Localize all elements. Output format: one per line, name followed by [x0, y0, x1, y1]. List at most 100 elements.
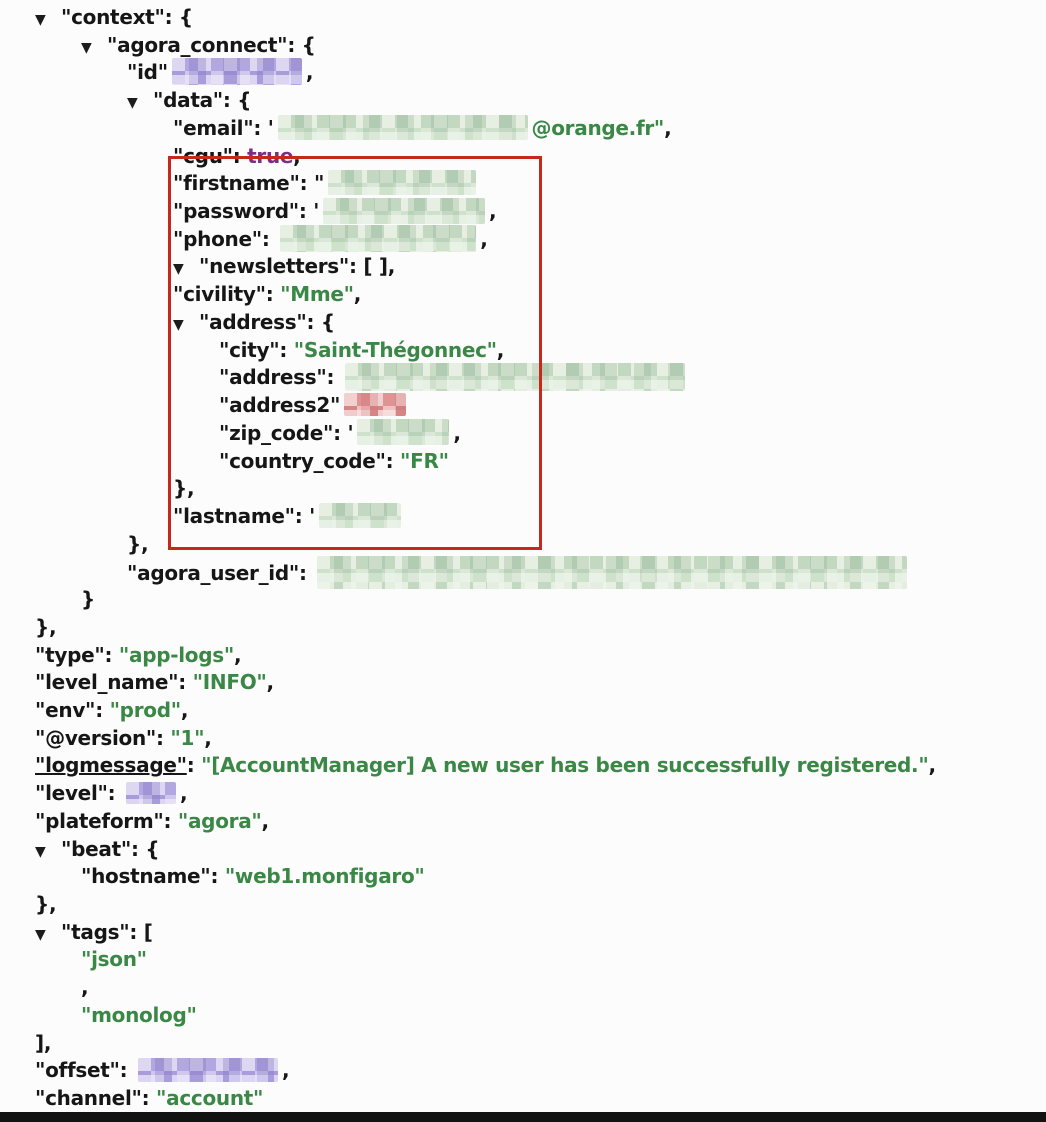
json-punctuation: : — [385, 448, 401, 473]
json-line: "cgu": true, — [0, 143, 1046, 171]
json-line: "offset": , — [0, 1057, 1046, 1085]
collapse-arrow-icon[interactable]: ▼ — [81, 39, 92, 56]
json-line: "env": "prod", — [0, 697, 1046, 725]
json-key: "agora_connect" — [107, 32, 288, 57]
json-punctuation: ], — [35, 1030, 52, 1055]
json-line: ▼"data": { — [0, 87, 1046, 115]
json-punctuation: : ' — [333, 420, 354, 445]
json-tree: ▼"context": {▼"agora_connect": {"id",▼"d… — [0, 4, 1046, 1113]
json-punctuation: : — [156, 725, 171, 750]
json-punctuation: : — [265, 282, 281, 307]
json-key: "newsletters" — [199, 254, 349, 279]
json-punctuation: , — [204, 725, 212, 750]
json-string-value: "monolog" — [81, 1002, 197, 1027]
redacted-purple-value — [138, 1057, 278, 1082]
json-punctuation: , — [489, 199, 497, 224]
json-punctuation: : — [104, 642, 119, 667]
json-punctuation: : { — [222, 88, 252, 113]
json-string-value: "app-logs" — [118, 642, 234, 667]
json-line: ▼"tags": [ — [0, 919, 1046, 947]
json-line: "plateform": "agora", — [0, 808, 1046, 836]
json-line: "logmessage": "[AccountManager] A new us… — [0, 752, 1046, 780]
json-punctuation: : { — [306, 309, 336, 334]
redacted-pink-value — [344, 393, 407, 417]
json-line: "address2" — [0, 392, 1046, 420]
json-line: ▼ "agora_connect": { — [0, 32, 1046, 60]
json-line: "hostname": "web1.monfigaro" — [0, 863, 1046, 891]
json-punctuation: : — [141, 1086, 157, 1111]
json-string-value: "FR" — [400, 448, 449, 473]
json-string-value: @orange.fr" — [531, 115, 665, 140]
json-punctuation: , — [353, 282, 362, 307]
json-punctuation: : — [326, 365, 341, 390]
json-key: "address2" — [219, 393, 341, 418]
json-key: "hostname" — [81, 864, 211, 889]
json-line: "channel": "account" — [0, 1085, 1046, 1113]
json-string-value: "web1.monfigaro" — [224, 864, 425, 889]
json-punctuation: , — [234, 642, 242, 667]
json-key: "level" — [35, 781, 108, 806]
json-key: "channel" — [35, 1086, 142, 1111]
json-key: "id" — [127, 60, 168, 85]
redacted-green-value — [344, 362, 685, 391]
collapse-arrow-icon[interactable]: ▼ — [35, 926, 46, 943]
json-punctuation: : " — [299, 171, 325, 196]
json-punctuation: : — [119, 1058, 134, 1083]
json-punctuation: : — [163, 808, 178, 833]
json-string-value: "account" — [156, 1086, 264, 1111]
json-key: "context" — [61, 5, 165, 29]
json-line: }, — [0, 891, 1046, 919]
json-key: "level_name" — [35, 670, 179, 695]
json-line: }, — [0, 531, 1046, 559]
json-key: "country_code" — [219, 448, 386, 473]
json-line: ▼"newsletters": [ ], — [0, 253, 1046, 281]
json-punctuation: , — [261, 808, 270, 833]
json-key: "phone" — [173, 226, 262, 251]
json-punctuation: , — [180, 781, 188, 806]
json-punctuation: : — [279, 337, 294, 362]
json-line: "city": "Saint-Thégonnec", — [0, 337, 1046, 365]
json-punctuation: , — [266, 670, 275, 695]
json-punctuation: , — [480, 226, 488, 251]
json-punctuation: , — [928, 753, 936, 778]
json-line: "json" — [0, 946, 1046, 974]
json-key[interactable]: "logmessage" — [35, 753, 187, 778]
json-key: "@version" — [35, 725, 157, 750]
collapse-arrow-icon[interactable]: ▼ — [35, 12, 46, 28]
json-punctuation: : { — [287, 32, 316, 57]
json-line: "level_name": "INFO", — [0, 669, 1046, 697]
json-punctuation: , — [293, 143, 301, 168]
json-key: "lastname" — [173, 503, 295, 528]
json-key: "password" — [173, 199, 299, 224]
json-string-value: "1" — [170, 725, 205, 750]
json-line: ▼"context": { — [0, 4, 1046, 32]
json-punctuation: : — [186, 753, 202, 778]
redacted-purple-value — [171, 58, 302, 86]
collapse-arrow-icon[interactable]: ▼ — [173, 316, 184, 333]
json-punctuation: , — [453, 420, 461, 445]
json-string-value: "agora" — [177, 808, 262, 833]
collapse-arrow-icon[interactable]: ▼ — [127, 95, 138, 112]
json-string-value: "prod" — [109, 697, 182, 722]
json-line: "phone": , — [0, 224, 1046, 254]
json-punctuation: : ' — [253, 115, 274, 140]
json-line: }, — [0, 614, 1046, 642]
collapse-arrow-icon[interactable]: ▼ — [35, 843, 46, 860]
json-punctuation: }, — [35, 614, 57, 639]
collapse-arrow-icon[interactable]: ▼ — [173, 261, 184, 278]
json-key: "tags" — [61, 919, 130, 944]
json-line: "firstname": " — [0, 170, 1046, 198]
json-punctuation: : — [178, 670, 193, 695]
json-string-value: "[AccountManager] A new user has been su… — [201, 753, 929, 778]
json-punctuation: , — [180, 697, 189, 722]
redacted-green-value — [277, 114, 528, 140]
json-punctuation: : — [107, 781, 122, 806]
json-punctuation: }, — [127, 531, 149, 556]
json-key: "beat" — [61, 836, 131, 861]
json-line: "agora_user_id": — [0, 556, 1046, 590]
json-line: "email": '@orange.fr", — [0, 114, 1046, 143]
redacted-purple-value — [126, 781, 176, 804]
json-line: "monolog" — [0, 1002, 1046, 1030]
json-line: "address": — [0, 362, 1046, 392]
